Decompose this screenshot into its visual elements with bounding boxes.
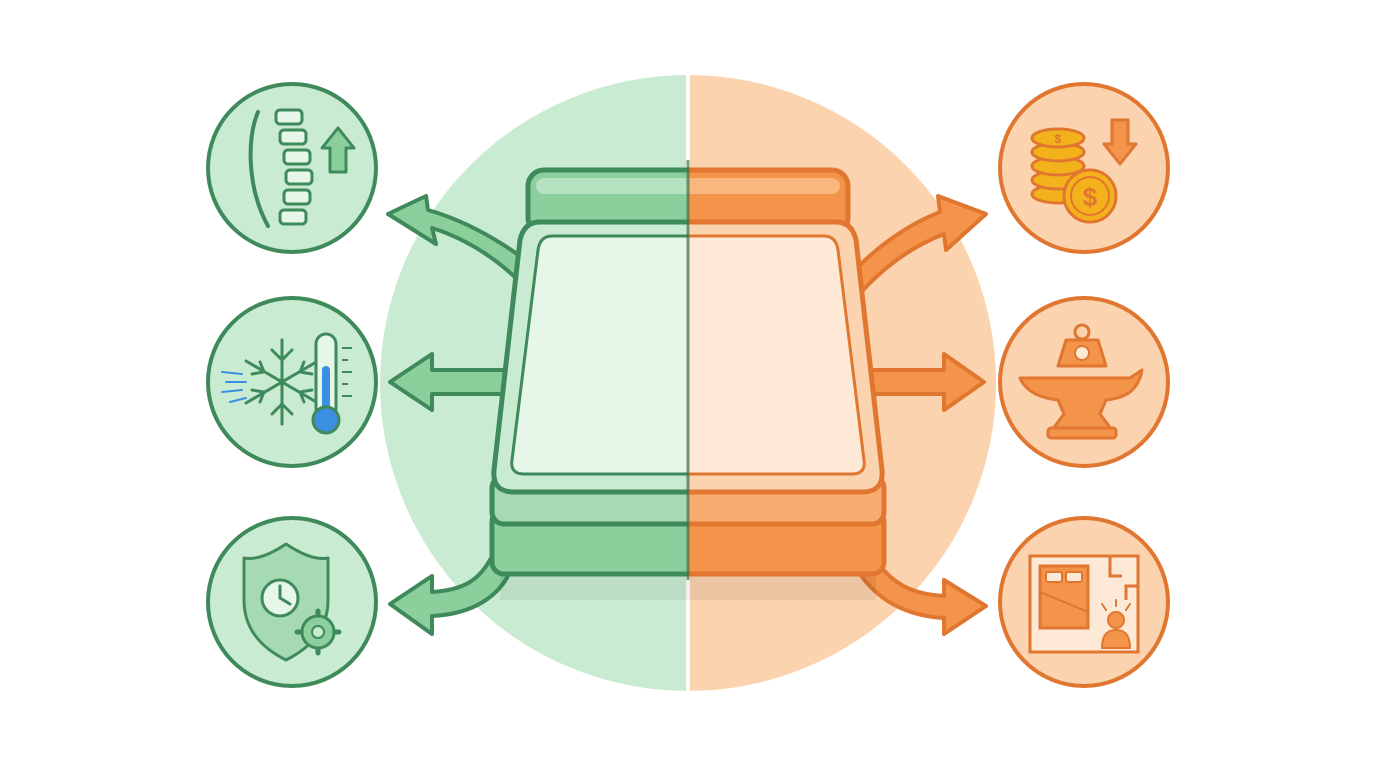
arrow-left-bottom [388,554,514,636]
arrow-up-icon [320,126,356,174]
mattress-green-half [489,167,688,577]
lower-cost-coins-icon: $ $ [998,82,1170,254]
arrow-right-top [840,194,988,300]
anvil-icon [1018,368,1144,432]
arrow-left-top [386,194,538,284]
coin-symbol: $ [1083,182,1098,212]
arrow-left-middle [388,352,510,412]
weight-icon [1056,323,1108,368]
room-space-icon [998,516,1170,688]
arrow-right-middle [866,352,986,412]
arrow-right-bottom [858,558,988,636]
bed-icon [1038,564,1090,630]
coin-stack-symbol: $ [1055,132,1062,146]
mattress-split-icon [489,160,887,600]
gear-icon [294,608,342,656]
temperature-cooling-icon [206,296,378,468]
arrows-right [840,194,988,636]
person-icon [1100,599,1132,649]
spine-support-icon [206,82,378,254]
arrow-down-icon [1102,118,1138,166]
durability-shield-icon [206,516,378,688]
snowflake-icon [244,338,320,426]
arrows-left [386,194,538,636]
heavy-weight-anvil-icon [998,296,1170,468]
mattress-orange-half [688,167,887,577]
thermometer-icon [311,332,352,435]
